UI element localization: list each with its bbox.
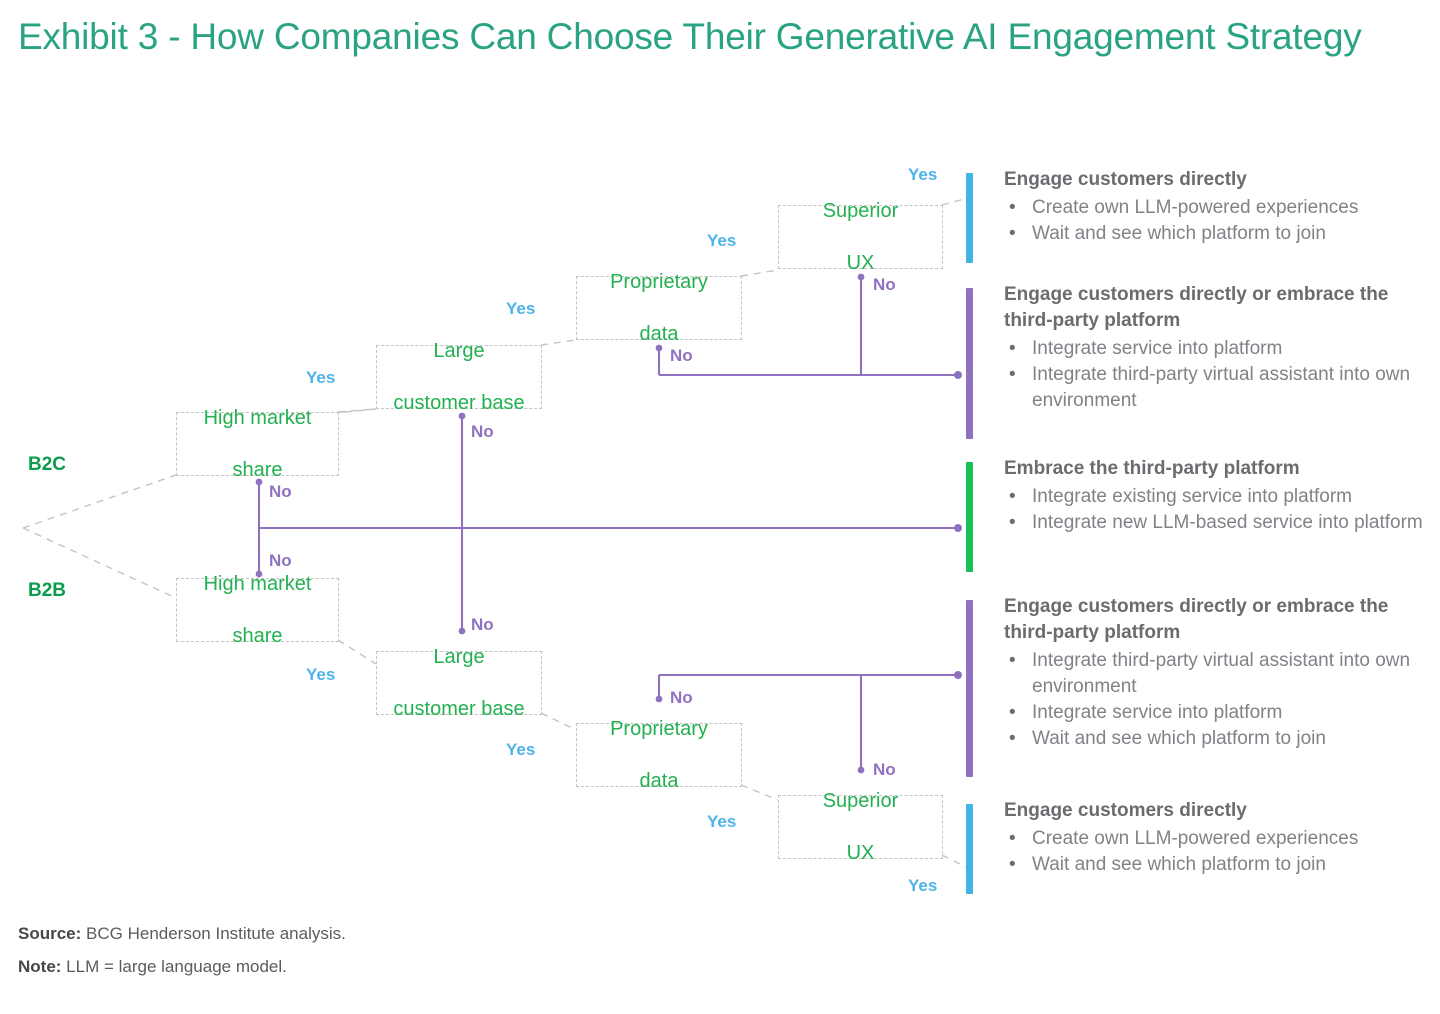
source-note: Source: BCG Henderson Institute analysis… (18, 922, 346, 946)
edge-label-yes-large-customer-base-b2c: Yes (506, 299, 536, 318)
note-label: Note: (18, 957, 62, 976)
edge-label-yes-proprietary-data-b2c: Yes (707, 231, 737, 250)
node-line-2: UX (846, 842, 875, 864)
node-line-1: High market (203, 407, 312, 429)
node-line-2: share (232, 625, 283, 647)
edge-label-yes-high-market-share-b2c: Yes (306, 368, 336, 387)
node-line-1: Proprietary (610, 718, 708, 740)
edge-label-no-high-market-share-b2c: No (269, 482, 292, 501)
node-large-customer-base-b2b[interactable]: Large customer base (376, 646, 542, 720)
definition-note: Note: LLM = large language model. (18, 955, 287, 979)
node-line-1: High market (203, 573, 312, 595)
edge-label-no-proprietary-data-b2b: No (670, 688, 693, 707)
outcome-bullet-list: Integrate third-party virtual assistant … (1004, 648, 1434, 752)
segment-label-b2c: B2C (28, 454, 67, 475)
list-item: Integrate third-party virtual assistant … (1004, 648, 1434, 700)
list-item: Wait and see which platform to join (1004, 852, 1434, 878)
edge-label-no-large-customer-base-b2b: No (471, 615, 494, 634)
list-item: Integrate service into platform (1004, 700, 1434, 726)
node-line-1: Large (433, 340, 485, 362)
edge-label-yes-proprietary-data-b2b: Yes (707, 812, 737, 831)
accent-bar-blue (966, 173, 973, 263)
source-label: Source: (18, 924, 82, 943)
node-line-1: Superior (822, 200, 899, 222)
outcome-heading: Engage customers directly (1004, 800, 1247, 821)
edge-label-no-proprietary-data-b2c: No (670, 346, 693, 365)
list-item: Create own LLM-powered experiences (1004, 826, 1434, 852)
node-line-1: Superior (822, 790, 899, 812)
list-item: Integrate third-party virtual assistant … (1004, 362, 1434, 414)
outcome-heading: Embrace the third-party platform (1004, 458, 1300, 479)
list-item: Create own LLM-powered experiences (1004, 195, 1434, 221)
node-superior-ux-b2c[interactable]: Superior UX (778, 200, 943, 274)
edge-label-yes-high-market-share-b2b: Yes (306, 665, 336, 684)
node-line-1: Large (433, 646, 485, 668)
outcome-heading: Engage customers directly (1004, 169, 1247, 190)
accent-bar-purple (966, 288, 973, 439)
node-proprietary-data-b2b[interactable]: Proprietary data (576, 718, 742, 792)
list-item: Wait and see which platform to join (1004, 221, 1434, 247)
node-high-market-share-b2b[interactable]: High market share (176, 573, 339, 647)
outcome-bullet-list: Create own LLM-powered experiences Wait … (1004, 195, 1434, 247)
outcome-bullet-list: Integrate service into platform Integrat… (1004, 336, 1434, 414)
list-item: Wait and see which platform to join (1004, 726, 1434, 752)
edge-label-no-high-market-share-b2b: No (269, 551, 292, 570)
outcome-heading: Engage customers directly or embrace the… (1004, 596, 1389, 643)
node-line-1: Proprietary (610, 271, 708, 293)
node-line-2: share (232, 459, 283, 481)
edge-label-yes-superior-ux-b2c: Yes (908, 165, 938, 184)
note-text: LLM = large language model. (61, 957, 287, 976)
outcome-heading: Engage customers directly or embrace the… (1004, 284, 1389, 331)
list-item: Integrate existing service into platform (1004, 484, 1434, 510)
edge-label-no-superior-ux-b2c: No (873, 275, 896, 294)
edge-label-no-large-customer-base-b2c: No (471, 422, 494, 441)
node-line-2: UX (846, 252, 875, 274)
page-title: Exhibit 3 - How Companies Can Choose The… (18, 16, 1362, 57)
outcome-bullet-list: Create own LLM-powered experiences Wait … (1004, 826, 1434, 878)
edge-label-yes-large-customer-base-b2b: Yes (506, 740, 536, 759)
node-superior-ux-b2b[interactable]: Superior UX (778, 790, 943, 864)
node-line-2: customer base (393, 392, 525, 414)
node-line-2: data (639, 323, 679, 345)
list-item: Integrate new LLM-based service into pla… (1004, 510, 1434, 536)
edge-label-yes-superior-ux-b2b: Yes (908, 876, 938, 895)
accent-bar-blue (966, 804, 973, 894)
node-line-2: data (639, 770, 679, 792)
edge-label-no-superior-ux-b2b: No (873, 760, 896, 779)
accent-bar-green (966, 462, 973, 572)
node-proprietary-data-b2c[interactable]: Proprietary data (576, 271, 742, 345)
node-large-customer-base-b2c[interactable]: Large customer base (376, 340, 542, 414)
node-high-market-share-b2c[interactable]: High market share (176, 407, 339, 481)
outcome-bullet-list: Integrate existing service into platform… (1004, 484, 1434, 536)
accent-bar-purple (966, 600, 973, 777)
source-text: BCG Henderson Institute analysis. (81, 924, 346, 943)
node-line-2: customer base (393, 698, 525, 720)
segment-label-b2b: B2B (28, 580, 67, 601)
list-item: Integrate service into platform (1004, 336, 1434, 362)
